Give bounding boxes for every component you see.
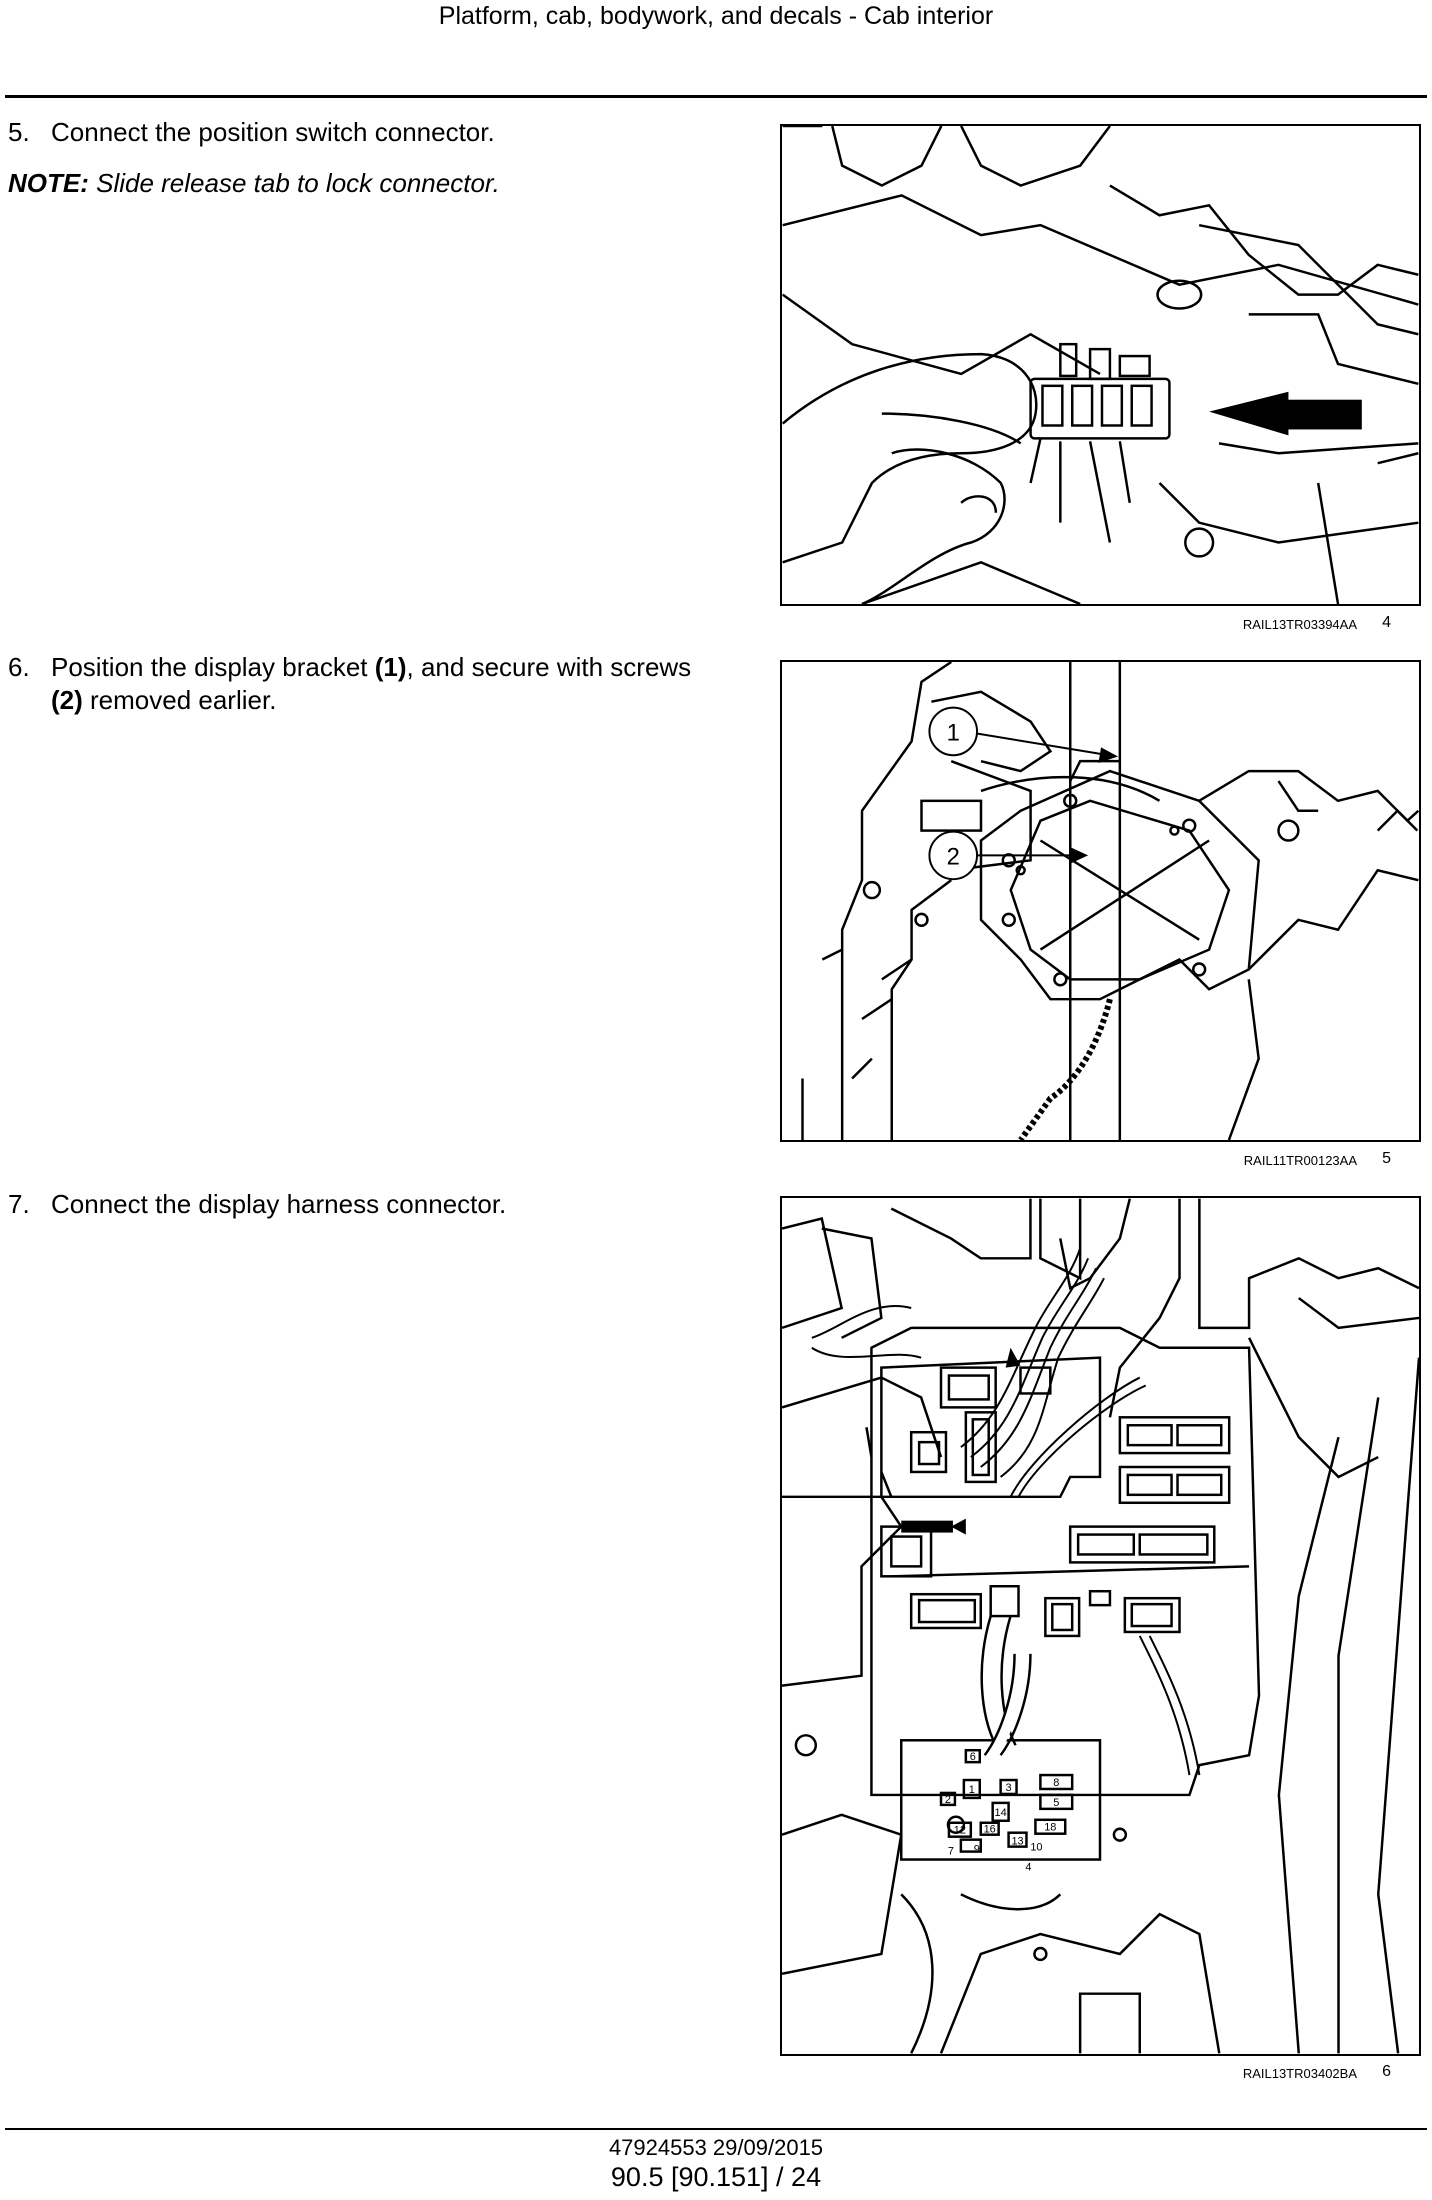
fuse-label: 6	[970, 1751, 976, 1763]
fuse-label: 12	[954, 1825, 966, 1837]
step-text: Connect the position switch connector.	[51, 117, 495, 147]
figure-number: 5	[1382, 1150, 1391, 1167]
fuse-label: 4	[1025, 1861, 1031, 1873]
note-text: Slide release tab to lock connector.	[88, 168, 500, 198]
figure-5-illustration: 1 2	[780, 660, 1421, 1142]
header-divider	[5, 95, 1427, 98]
footer-divider	[5, 2128, 1427, 2130]
step-5: 5. Connect the position switch connector.	[8, 116, 495, 149]
step-text: Connect the display harness connector.	[51, 1189, 507, 1219]
callout-2: 2	[947, 843, 960, 870]
fuse-label: 5	[1053, 1797, 1059, 1809]
step-text-c: removed earlier.	[82, 685, 277, 715]
step-text-a: Position the display bracket	[51, 652, 375, 682]
fuse-label: 13	[1011, 1836, 1023, 1848]
figure-code: RAIL13TR03394AA	[1242, 617, 1357, 632]
fuse-label: 10	[1030, 1842, 1042, 1854]
callout-ref-2: (2)	[51, 685, 83, 715]
note: NOTE: Slide release tab to lock connecto…	[8, 168, 500, 199]
fuse-label: 7	[948, 1846, 954, 1858]
fuse-label: 14	[995, 1807, 1007, 1819]
fuse-label: 2	[945, 1794, 951, 1806]
step-number: 6.	[8, 652, 30, 682]
fuse-label: 16	[984, 1824, 996, 1836]
figure-number: 4	[1382, 614, 1391, 631]
footer-doc-id: 47924553 29/09/2015	[608, 2135, 824, 2160]
step-7: 7. Connect the display harness connector.	[8, 1188, 506, 1221]
figure-code: RAIL13TR03402BA	[1242, 2066, 1357, 2081]
connector-block	[880, 1366, 1231, 1638]
callout-ref-1: (1)	[374, 652, 407, 682]
footer-page-ref: 90.5 [90.151] / 24	[610, 2162, 822, 2192]
figure-4-illustration	[780, 124, 1421, 606]
step-text-b: , and secure with screws	[406, 652, 692, 682]
fuse-label: 18	[1044, 1822, 1056, 1834]
figure-6-illustration: 6 1 2 3 8 5 14 12 16 18 7 9 13 10 4	[780, 1196, 1421, 2056]
note-label: NOTE:	[8, 168, 89, 198]
figure-code: RAIL11TR00123AA	[1243, 1153, 1357, 1168]
step-number: 7.	[8, 1189, 30, 1219]
fuse-label: 1	[969, 1784, 975, 1796]
step-number: 5.	[8, 117, 30, 147]
figure-number: 6	[1382, 2063, 1391, 2080]
fuse-label: 8	[1053, 1777, 1059, 1789]
callout-1: 1	[947, 719, 960, 746]
step-6: 6. Position the display bracket (1), and …	[8, 651, 691, 717]
page-header-title: Platform, cab, bodywork, and decals - Ca…	[438, 2, 994, 30]
fuse-label: 9	[974, 1844, 980, 1856]
fuse-label: 3	[1006, 1782, 1012, 1794]
